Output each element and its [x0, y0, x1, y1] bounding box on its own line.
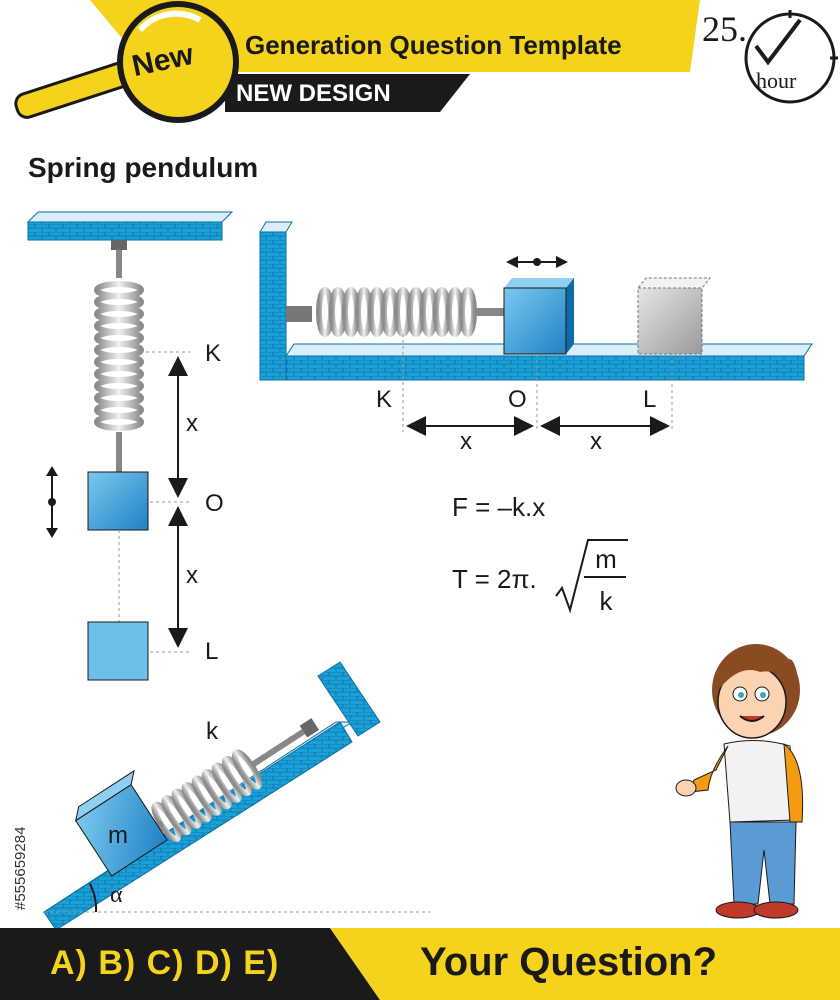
incline-spring-label: k — [206, 718, 218, 745]
header-subtitle: NEW DESIGN — [236, 80, 391, 107]
clock-unit: hour — [756, 68, 797, 93]
footer-banner — [0, 928, 840, 1000]
vertical-distance-lower: x — [186, 562, 198, 589]
incline-mass-label: m — [108, 822, 128, 849]
sqrt-sign — [555, 539, 628, 614]
section-title: Spring pendulum — [28, 152, 259, 183]
period-numerator: m — [595, 544, 617, 574]
cartoon-boy — [675, 644, 804, 919]
vertical-label-o: O — [205, 490, 224, 517]
incline-system — [42, 661, 430, 931]
answer-options: A) B) C) D) E) — [50, 944, 280, 982]
horizontal-distance-right: x — [590, 428, 602, 455]
vertical-label-l: L — [205, 638, 219, 665]
vertical-spring-system — [26, 211, 234, 681]
force-formula: F = –k.x — [452, 492, 546, 522]
header-title: Generation Question Template — [245, 30, 622, 60]
horizontal-distance-left: x — [460, 428, 472, 455]
period-denominator: k — [599, 586, 613, 616]
vertical-label-k: K — [205, 340, 222, 367]
vertical-distance-upper: x — [186, 410, 198, 437]
horizontal-label-o: O — [508, 386, 527, 413]
clock-number: 25. — [702, 9, 747, 49]
stock-id: #555659284 — [12, 826, 29, 910]
incline-angle-label: α — [110, 882, 123, 908]
period-formula: T = 2π. — [452, 564, 537, 594]
horizontal-label-k: K — [376, 386, 393, 413]
horizontal-label-l: L — [643, 386, 657, 413]
header-banner — [14, 0, 838, 123]
horizontal-spring-system — [259, 221, 813, 436]
question-placeholder: Your Question? — [420, 940, 718, 984]
